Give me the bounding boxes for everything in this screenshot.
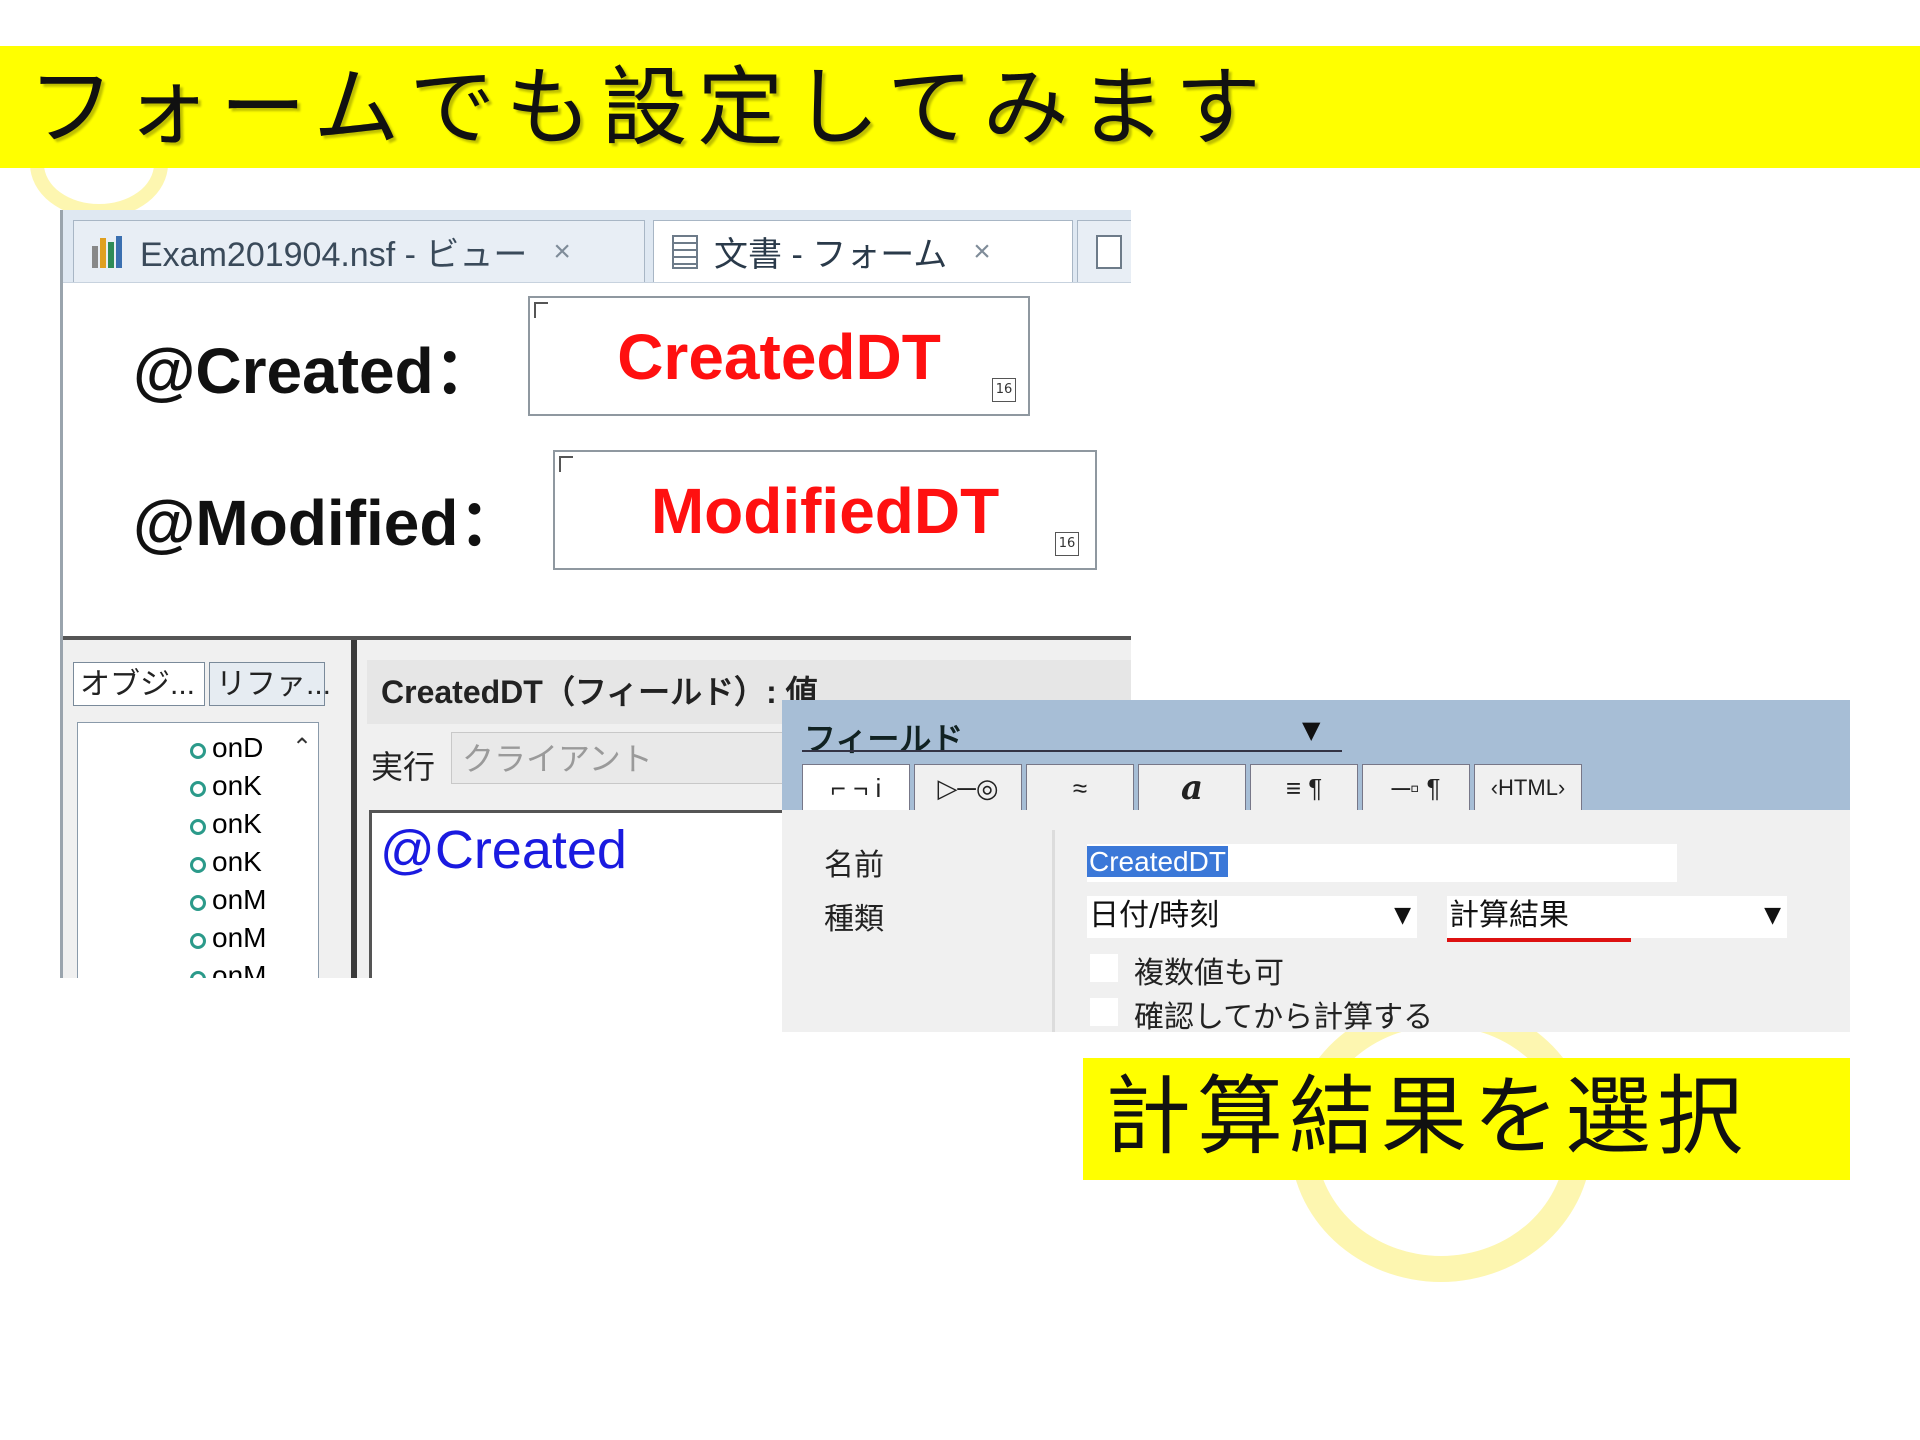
field-size-tag: 16 bbox=[992, 378, 1016, 402]
name-input[interactable]: CreatedDT bbox=[1087, 844, 1677, 882]
name-input-value: CreatedDT bbox=[1087, 846, 1228, 877]
tab-form-label: 文書 - フォーム bbox=[714, 236, 948, 274]
tab-view-label: Exam201904.nsf - ビュー bbox=[140, 236, 528, 274]
properties-title[interactable]: フィールド bbox=[804, 721, 964, 757]
list-item[interactable]: onM bbox=[190, 885, 266, 915]
tab-more[interactable] bbox=[1077, 220, 1131, 282]
list-item[interactable]: onM bbox=[190, 923, 266, 953]
pane-splitter[interactable] bbox=[351, 640, 357, 978]
properties-divider bbox=[1052, 830, 1055, 1032]
table-icon bbox=[1096, 234, 1122, 269]
tab-basics[interactable]: ⌐ ¬ i bbox=[802, 764, 910, 810]
chevron-down-icon: ▼ bbox=[1394, 903, 1411, 928]
created-field[interactable]: CreatedDT 16 bbox=[528, 296, 1030, 416]
run-select[interactable]: クライアント bbox=[451, 732, 811, 784]
event-icon bbox=[190, 933, 206, 949]
tab-bar: Exam201904.nsf - ビュー × 文書 - フォーム × bbox=[63, 210, 1131, 283]
highlight-underline bbox=[1447, 938, 1631, 942]
tab-font[interactable]: a bbox=[1138, 764, 1246, 810]
field-properties-panel: フィールド ▼ ⌐ ¬ i ▷─◎ ≈ a ≡ ¶ ─▫ ¶ ‹HTML› 名前… bbox=[782, 700, 1850, 1032]
type-select[interactable]: 日付/時刻 ▼ bbox=[1087, 896, 1417, 938]
multi-value-label: 複数値も可 bbox=[1134, 956, 1284, 991]
tab-form[interactable]: 文書 - フォーム × bbox=[653, 220, 1073, 282]
list-item[interactable]: onK bbox=[190, 771, 262, 801]
title-banner: フォームでも設定してみます bbox=[0, 46, 1920, 168]
multi-value-checkbox[interactable] bbox=[1090, 954, 1118, 982]
mode-select-value: 計算結果 bbox=[1449, 898, 1569, 933]
compute-after-validation-label: 確認してから計算する bbox=[1134, 1000, 1434, 1032]
name-label: 名前 bbox=[824, 848, 884, 883]
list-item[interactable]: onM bbox=[190, 961, 266, 978]
list-item[interactable]: onK bbox=[190, 847, 262, 877]
event-icon bbox=[190, 781, 206, 797]
chevron-down-icon: ▼ bbox=[1764, 903, 1781, 928]
tab-hide[interactable]: ─▫ ¶ bbox=[1362, 764, 1470, 810]
run-label: 実行 bbox=[371, 748, 436, 786]
created-label: @Created： bbox=[133, 335, 498, 407]
tab-html[interactable]: ‹HTML› bbox=[1474, 764, 1582, 810]
tab-objects[interactable]: オブジ... bbox=[73, 662, 205, 706]
field-corner-icon bbox=[559, 456, 573, 472]
created-field-name: CreatedDT bbox=[617, 321, 941, 393]
tab-reference[interactable]: リファ... bbox=[209, 662, 331, 706]
dropdown-arrow-icon[interactable]: ▼ bbox=[1302, 716, 1321, 744]
tab-view[interactable]: Exam201904.nsf - ビュー × bbox=[73, 220, 645, 282]
formula-text: @Created bbox=[380, 820, 627, 880]
modified-field-name: ModifiedDT bbox=[650, 475, 1000, 547]
event-icon bbox=[190, 857, 206, 873]
document-icon bbox=[672, 234, 698, 269]
type-select-value: 日付/時刻 bbox=[1089, 898, 1220, 933]
event-icon bbox=[190, 971, 206, 978]
callout-text: 計算結果を選択 bbox=[1105, 1067, 1749, 1167]
callout-box: 計算結果を選択 bbox=[1083, 1058, 1850, 1180]
tab-control[interactable]: ▷─◎ bbox=[914, 764, 1022, 810]
event-icon bbox=[190, 819, 206, 835]
list-item[interactable]: onK bbox=[190, 809, 262, 839]
field-size-tag: 16 bbox=[1055, 532, 1079, 556]
modified-label: @Modified： bbox=[133, 487, 523, 559]
type-label: 種類 bbox=[824, 902, 884, 937]
properties-title-underline bbox=[802, 750, 1342, 752]
tab-paragraph[interactable]: ≡ ¶ bbox=[1250, 764, 1358, 810]
tab-advanced[interactable]: ≈ bbox=[1026, 764, 1134, 810]
properties-header: フィールド ▼ ⌐ ¬ i ▷─◎ ≈ a ≡ ¶ ─▫ ¶ ‹HTML› bbox=[782, 700, 1850, 810]
modified-field[interactable]: ModifiedDT 16 bbox=[553, 450, 1097, 570]
event-icon bbox=[190, 743, 206, 759]
mode-select[interactable]: 計算結果 ▼ bbox=[1447, 896, 1787, 938]
list-item[interactable]: onD bbox=[190, 733, 263, 763]
tab-form-close-icon[interactable]: × bbox=[973, 234, 991, 268]
compute-after-validation-checkbox[interactable] bbox=[1090, 998, 1118, 1026]
event-icon bbox=[190, 895, 206, 911]
field-corner-icon bbox=[534, 302, 548, 318]
event-list: ⌃ onD onK onK onK onM onM onM bbox=[77, 722, 319, 978]
page-title: フォームでも設定してみます bbox=[28, 58, 1271, 158]
scroll-up-icon[interactable]: ⌃ bbox=[292, 733, 313, 761]
tab-view-close-icon[interactable]: × bbox=[553, 234, 571, 268]
database-icon bbox=[92, 235, 128, 268]
